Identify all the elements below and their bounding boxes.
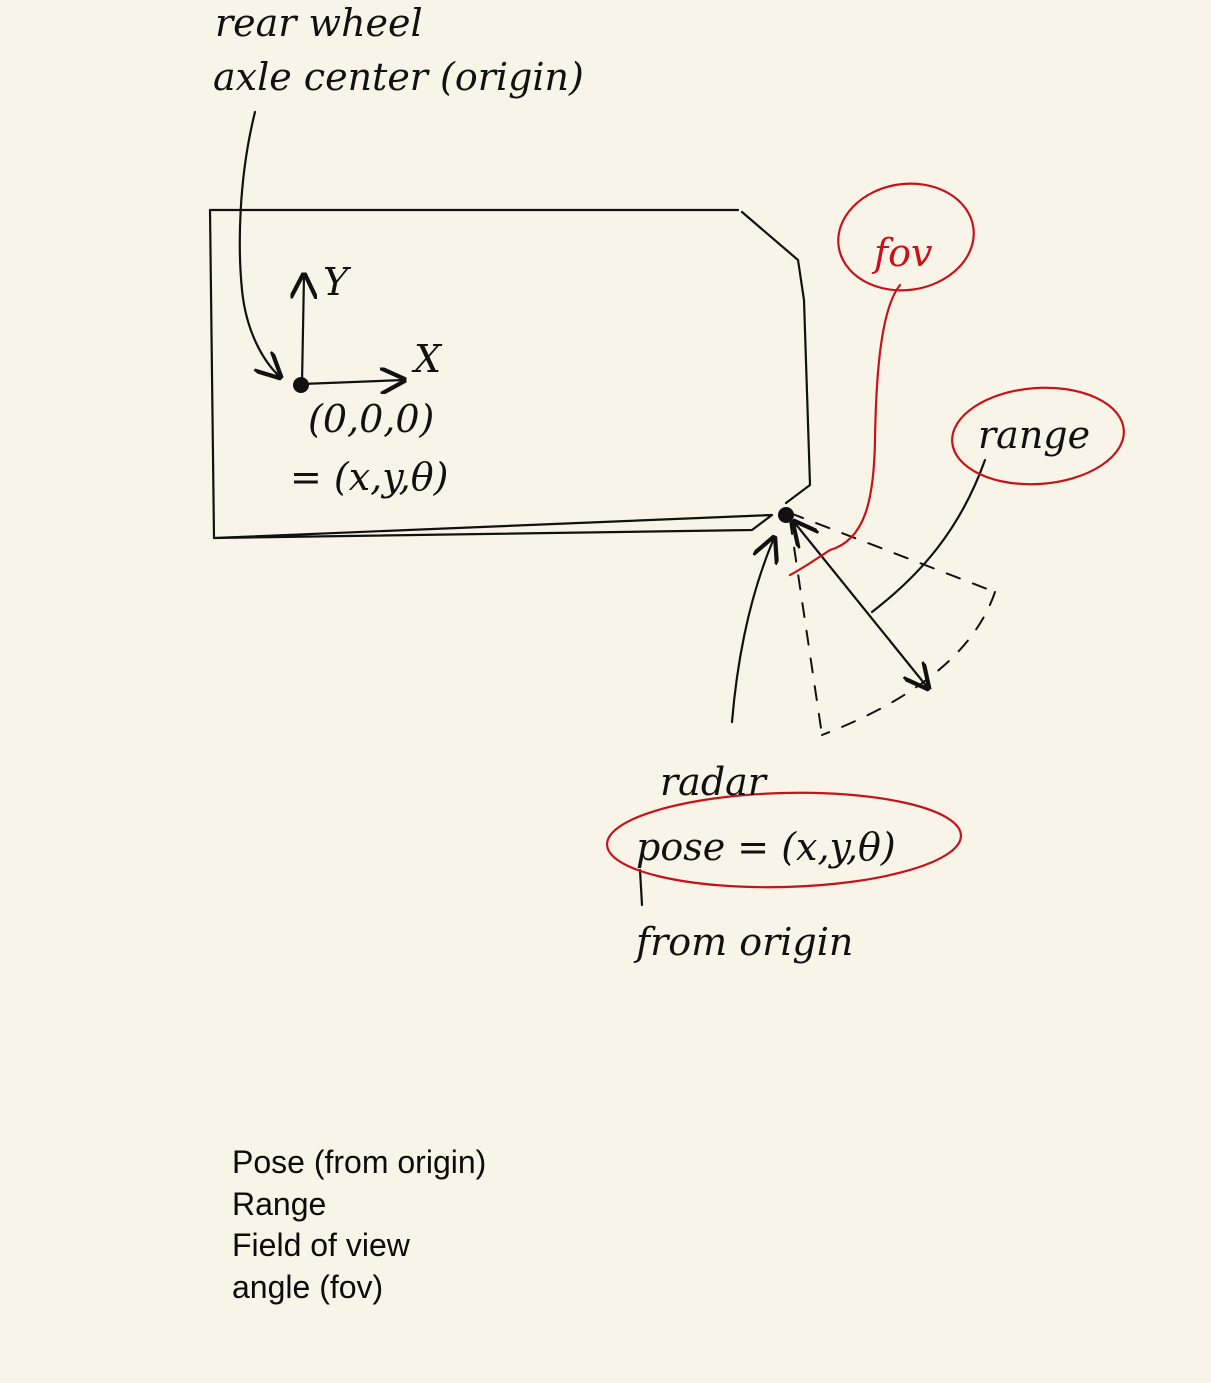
fov-label: fov (871, 231, 933, 275)
y-axis-arrow (302, 275, 304, 386)
fov-boundary-upper (789, 512, 996, 593)
vehicle-outline (208, 208, 812, 540)
note-pose: Pose (from origin) (232, 1144, 487, 1180)
note-range: Range (232, 1185, 327, 1222)
fov-leader (788, 283, 902, 577)
range-label: range (978, 413, 1090, 457)
radar-pose-label: pose = (x,y,θ) (636, 825, 896, 869)
origin-label-line1: rear wheel (215, 1, 423, 45)
from-origin-label: from origin (633, 920, 853, 964)
y-axis-label: Y (323, 260, 352, 304)
range-label-circle (951, 386, 1125, 486)
origin-label-line2: axle center (origin) (213, 55, 584, 99)
x-axis-arrow (300, 380, 404, 384)
radar-leader-arrow (730, 538, 774, 724)
x-axis-label: X (411, 337, 443, 381)
fov-label-circle (837, 182, 975, 292)
radar-leader-tick (638, 868, 644, 907)
note-angle-fov: angle (fov) (232, 1268, 384, 1305)
typed-notes: Pose (from origin) Range Field of view a… (232, 1142, 486, 1308)
range-vector (794, 522, 928, 688)
radar-pose-circle (605, 791, 963, 889)
range-leader (870, 458, 987, 614)
note-field-of-view: Field of view (232, 1227, 410, 1263)
origin-leader-arrow (238, 110, 280, 377)
origin-coordinates: (0,0,0) (308, 397, 434, 441)
origin-pose-label: = (x,y,θ) (290, 455, 448, 499)
radar-point (778, 507, 794, 523)
origin-point (293, 377, 309, 393)
radar-label: radar (660, 760, 769, 804)
